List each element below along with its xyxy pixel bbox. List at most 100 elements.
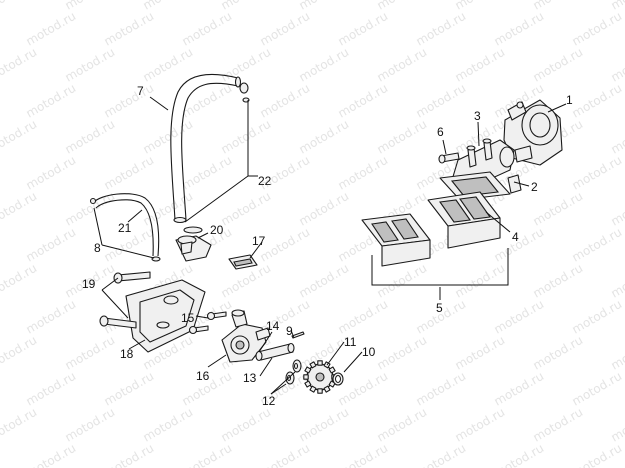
watermark-text: motod.ru [24, 225, 79, 265]
callout-17: 17 [252, 234, 266, 248]
watermark-text: motod.ru [0, 189, 39, 229]
watermark-text: motod.ru [414, 81, 469, 121]
watermark-text: motod.ru [453, 261, 508, 301]
watermark-text: motod.ru [336, 369, 391, 409]
watermark-text: motod.ru [570, 297, 625, 337]
callout-14: 14 [266, 319, 280, 333]
fuel-hose [170, 73, 242, 234]
watermark-text: motod.ru [0, 117, 39, 157]
callout-6: 6 [437, 125, 444, 139]
watermark-text: motod.ru [297, 45, 352, 85]
gear-tooth [309, 385, 317, 393]
watermark-text: motod.ru [453, 405, 508, 445]
watermark-text: motod.ru [570, 369, 625, 409]
watermark-text: motod.ru [570, 225, 625, 265]
watermark-text: motod.ru [180, 441, 235, 468]
gear-tooth [304, 380, 312, 388]
reed-valve [361, 191, 501, 267]
callout-15: 15 [181, 311, 195, 325]
callout-21: 21 [118, 221, 132, 235]
watermark-text: motod.ru [63, 405, 118, 445]
callout-2: 2 [531, 180, 538, 194]
watermark-text: motod.ru [141, 405, 196, 445]
watermark-text: motod.ru [570, 153, 625, 193]
watermark-text: motod.ru [141, 117, 196, 157]
watermark-text: motod.ru [570, 441, 625, 468]
gear-tooth [323, 385, 331, 393]
callout-labels: 1 2 3 4 5 6 7 8 9 10 11 12 13 14 15 16 1… [82, 84, 573, 408]
pump-screws [188, 311, 227, 335]
watermark-text: motod.ru [531, 45, 586, 85]
callout-20: 20 [210, 223, 224, 237]
callout-8: 8 [94, 241, 101, 255]
watermark-text: motod.ru [258, 81, 313, 121]
watermark-text: motod.ru [414, 369, 469, 409]
callout-1: 1 [566, 93, 573, 107]
watermark-text: motod.ru [0, 261, 39, 301]
gasket [439, 171, 511, 201]
watermark-text: motod.ru [24, 9, 79, 49]
watermark-text: motod.ru [219, 45, 274, 85]
manifold-bolt [438, 152, 460, 164]
washers [285, 359, 302, 385]
callout-7: 7 [137, 84, 144, 98]
watermark-text: motod.ru [609, 261, 625, 301]
leader-lines [93, 96, 567, 395]
watermark-text: motod.ru [258, 9, 313, 49]
watermark-text: motod.ru [609, 189, 625, 229]
watermark-text: motod.ru [531, 405, 586, 445]
watermark-text: motod.ru [375, 117, 430, 157]
watermark-text: motod.ru [0, 405, 39, 445]
watermark-text: motod.ru [24, 441, 79, 468]
watermark-text: motod.ru [24, 81, 79, 121]
gear-tooth [328, 366, 336, 374]
watermark-text: motod.ru [375, 405, 430, 445]
watermark-text: motod.ru [102, 441, 157, 468]
watermark-text: motod.ru [375, 45, 430, 85]
watermark-text: motod.ru [102, 9, 157, 49]
watermark-text: motod.ru [609, 405, 625, 445]
watermark-text: motod.ru [180, 81, 235, 121]
callout-10: 10 [362, 345, 376, 359]
watermark-text: motod.ru [609, 45, 625, 85]
watermark-text: motod.ru [531, 189, 586, 229]
watermark-text: motod.ru [336, 153, 391, 193]
callout-16: 16 [196, 369, 210, 383]
watermark-text: motod.ru [492, 297, 547, 337]
watermark-text: motod.ru [375, 261, 430, 301]
watermark-text: motod.ru [414, 9, 469, 49]
watermark-text: motod.ru [24, 153, 79, 193]
callout-18: 18 [120, 347, 134, 361]
watermark-text: motod.ru [336, 297, 391, 337]
watermark-text: motod.ru [336, 441, 391, 468]
gear-tooth [317, 388, 323, 394]
watermark-text: motod.ru [219, 405, 274, 445]
shaft-pin [291, 331, 305, 339]
callout-3: 3 [474, 109, 481, 123]
watermark-text: motod.ru [102, 81, 157, 121]
watermark-text: motod.ru [570, 81, 625, 121]
callout-11: 11 [344, 335, 357, 349]
gear-tooth [309, 361, 317, 369]
circlip [332, 372, 344, 386]
watermark-text: motod.ru [609, 0, 625, 13]
watermark-text: motod.ru [297, 117, 352, 157]
watermark-text: motod.ru [297, 261, 352, 301]
watermark-text: motod.ru [258, 441, 313, 468]
pump-shaft [255, 342, 295, 362]
callout-19: 19 [82, 277, 96, 291]
watermark-text: motod.ru [24, 297, 79, 337]
watermark-text: motod.ru [258, 225, 313, 265]
cover-screws [99, 271, 151, 329]
watermark-text: motod.ru [609, 333, 625, 373]
watermark-text: motod.ru [609, 117, 625, 157]
gear-tooth [304, 366, 312, 374]
hose-clamp [239, 82, 250, 103]
callout-5: 5 [436, 301, 443, 315]
watermark-text: motod.ru [219, 189, 274, 229]
watermark-text: motod.ru [102, 153, 157, 193]
watermark-text: motod.ru [24, 369, 79, 409]
gear-tooth [303, 374, 309, 380]
